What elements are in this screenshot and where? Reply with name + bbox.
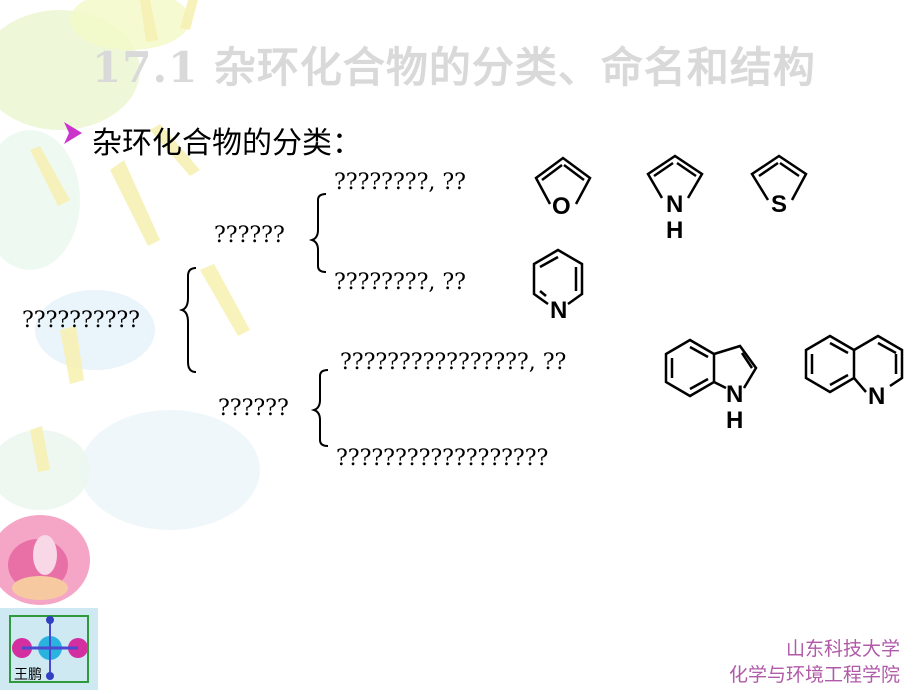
branch-2-bracket xyxy=(310,369,329,447)
pyrrole-h-atom: H xyxy=(666,217,683,244)
quinoline-n-atom: N xyxy=(868,383,885,410)
thiophene-s-atom: S xyxy=(771,191,787,218)
root-bracket xyxy=(178,267,197,373)
bullet-heading: 杂环化合物的分类： xyxy=(92,126,362,161)
pyridine-structure: N xyxy=(528,244,588,330)
tree-branch-2-label: ?????? xyxy=(218,396,289,421)
pyrrole-n-atom: N xyxy=(666,191,683,218)
pyrrole-structure: N H xyxy=(640,150,710,246)
tree-leaf-1-label: ????????, ?? xyxy=(334,170,466,195)
bullet-arrow-icon xyxy=(64,122,82,144)
tree-branch-1-label: ?????? xyxy=(214,223,285,248)
thiophene-structure: S xyxy=(746,150,816,224)
badge-label: 王鹏 xyxy=(14,667,42,683)
logo-badge xyxy=(0,608,98,690)
furan-o-atom: O xyxy=(552,193,571,220)
furan-structure: O xyxy=(528,150,598,224)
indole-structure: N H xyxy=(660,330,770,438)
footer-university: 山东科技大学 xyxy=(785,638,900,660)
tree-leaf-3-label: ????????????????, ?? xyxy=(340,350,567,375)
tree-root-label: ?????????? xyxy=(22,308,140,333)
tree-leaf-2-label: ????????, ?? xyxy=(334,270,466,295)
tree-leaf-4-label: ?????????????????? xyxy=(336,446,549,471)
page-title: 17.1 杂环化合物的分类、命名和结构 xyxy=(92,43,816,92)
indole-h-atom: H xyxy=(726,407,743,434)
footer-college: 化学与环境工程学院 xyxy=(728,664,900,686)
branch-1-bracket xyxy=(308,193,327,273)
pyridine-n-atom: N xyxy=(550,297,567,324)
indole-n-atom: N xyxy=(726,381,743,408)
quinoline-structure: N xyxy=(800,330,910,414)
